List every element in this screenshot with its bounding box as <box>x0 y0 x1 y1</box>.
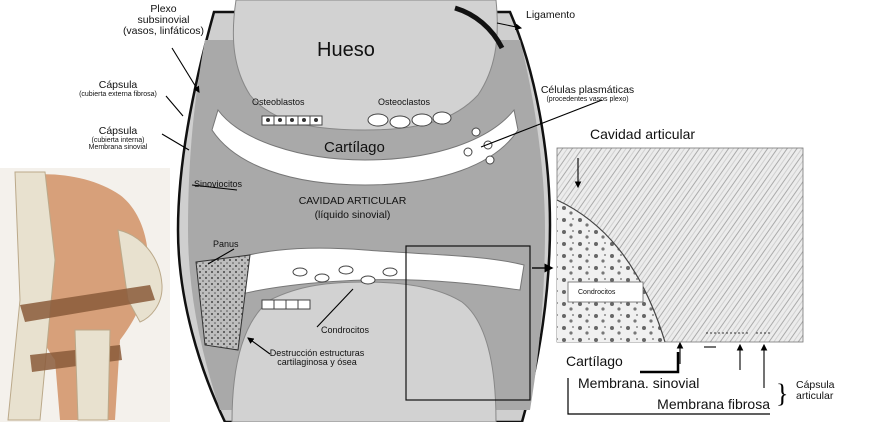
label-osteoclastos: Osteoclastos <box>378 98 430 107</box>
label-capsula-articular: Cápsula articular <box>796 380 835 402</box>
label-osteoblastos: Osteoblastos <box>252 98 305 107</box>
label-micro-cartilago: Cartílago <box>566 354 623 369</box>
cavidad-line1: CAVIDAD ARTICULAR <box>265 196 440 207</box>
capsula-int-title: Cápsula <box>58 126 178 137</box>
label-capsula-externa: Cápsula (cubierta externa fibrosa) <box>58 80 178 98</box>
capsula-articular-line2: articular <box>796 391 835 402</box>
label-capsula-interna: Cápsula (cubierta interna) Membrana sino… <box>58 126 178 152</box>
label-membrana-sinovial: Membrana. sinovial <box>578 376 699 391</box>
brace-icon: } <box>776 379 788 408</box>
label-cartilago-center: Cartílago <box>324 140 385 156</box>
label-micro-cavidad: Cavidad articular <box>590 127 695 142</box>
micrograph <box>557 148 803 342</box>
label-plexo: Plexo subsinovial (vasos, linfáticos) <box>106 4 221 37</box>
celulas-line1: Células plasmáticas <box>520 85 655 96</box>
label-micro-condrocitos: Condrocitos <box>578 289 615 296</box>
label-membrana-fibrosa: Membrana fibrosa <box>600 397 770 412</box>
celulas-line2: (procedentes vasos plexo) <box>520 96 655 103</box>
plexo-line3: (vasos, linfáticos) <box>106 26 221 37</box>
knee-photo <box>0 168 170 422</box>
label-hueso: Hueso <box>317 40 375 61</box>
label-condrocitos-center: Condrocitos <box>321 326 369 335</box>
label-ligamento: Ligamento <box>526 10 575 21</box>
label-destruccion: Destrucción estructuras cartilaginosa y … <box>252 349 382 368</box>
label-sinoviocitos: Sinoviocitos <box>194 180 242 189</box>
cavidad-line2: (líquido sinovial) <box>265 210 440 221</box>
label-cavidad-articular: CAVIDAD ARTICULAR (líquido sinovial) <box>265 196 440 221</box>
destruccion-line2: cartilaginosa y ósea <box>252 358 382 367</box>
capsula-int-sub2: Membrana sinovial <box>58 144 178 151</box>
capsula-int-sub1: (cubierta interna) <box>58 137 178 144</box>
capsula-ext-sub: (cubierta externa fibrosa) <box>58 91 178 98</box>
label-panus: Panus <box>213 240 239 249</box>
cartilago-pointer <box>640 352 678 372</box>
label-celulas-plasmaticas: Células plasmáticas (procedentes vasos p… <box>520 85 655 103</box>
capsula-ext-title: Cápsula <box>58 80 178 91</box>
